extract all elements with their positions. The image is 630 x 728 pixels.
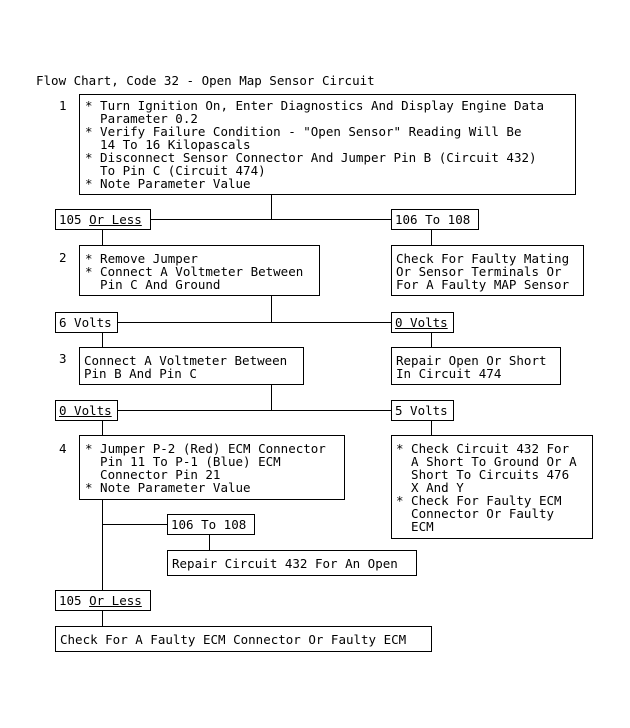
step-1-line: * Verify Failure Condition - "Open Senso…: [85, 124, 522, 139]
step-number-1: 1: [59, 98, 67, 113]
step-1-line: * Turn Ignition On, Enter Diagnostics An…: [85, 98, 545, 113]
step-3-line: Pin B And Pin C: [84, 366, 197, 381]
label-106-to-108: 106 To 108: [391, 209, 479, 230]
label-0-volts-left: 0 Volts: [55, 400, 118, 421]
result-repair-open-short-box: Repair Open Or Short In Circuit 474: [391, 347, 561, 385]
step-2-line: Pin C And Ground: [85, 277, 221, 292]
result-line: Short To Circuits 476: [396, 467, 570, 482]
label-text: 105: [59, 212, 90, 227]
label-106-to-108-step4: 106 To 108: [167, 514, 255, 535]
result-repair-circuit-432-box: Repair Circuit 432 For An Open: [167, 550, 417, 576]
result-line: A Short To Ground Or A: [396, 454, 577, 469]
step-1-box: * Turn Ignition On, Enter Diagnostics An…: [79, 94, 576, 195]
step-1-line: * Disconnect Sensor Connector And Jumper…: [85, 150, 537, 165]
step-2-box: * Remove Jumper * Connect A Voltmeter Be…: [79, 245, 320, 296]
label-6-volts: 6 Volts: [55, 312, 118, 333]
label-0-volts: 0 Volts: [391, 312, 454, 333]
step-4-box: * Jumper P-2 (Red) ECM Connector Pin 11 …: [79, 435, 345, 500]
result-line: Repair Circuit 432 For An Open: [172, 556, 398, 571]
step-1-line: Parameter 0.2: [85, 111, 198, 126]
step-1-line: To Pin C (Circuit 474): [85, 163, 266, 178]
result-line: In Circuit 474: [396, 366, 502, 381]
step-2-line: * Remove Jumper: [85, 251, 198, 266]
step-4-line: Pin 11 To P-1 (Blue) ECM: [85, 454, 281, 469]
label-text-underlined: Or Less: [89, 593, 142, 608]
step-number-4: 4: [59, 441, 67, 456]
label-text: 105: [59, 593, 90, 608]
step-1-line: 14 To 16 Kilopascals: [85, 137, 251, 152]
step-3-box: Connect A Voltmeter Between Pin B And Pi…: [79, 347, 304, 385]
label-text-underlined: 0 Volts: [59, 403, 112, 418]
result-line: Check For Faulty Mating: [396, 251, 570, 266]
label-105-or-less: 105 Or Less: [55, 209, 151, 230]
label-text-underlined: Or Less: [89, 212, 142, 227]
result-line: X And Y: [396, 480, 464, 495]
result-line: Check For A Faulty ECM Connector Or Faul…: [60, 632, 407, 647]
result-line: ECM: [396, 519, 434, 534]
result-faulty-ecm-box: Check For A Faulty ECM Connector Or Faul…: [55, 626, 432, 652]
step-number-3: 3: [59, 351, 67, 366]
step-3-line: Connect A Voltmeter Between: [84, 353, 288, 368]
label-105-or-less-step4: 105 Or Less: [55, 590, 151, 611]
label-5-volts: 5 Volts: [391, 400, 454, 421]
result-line: For A Faulty MAP Sensor: [396, 277, 570, 292]
step-4-line: * Note Parameter Value: [85, 480, 251, 495]
result-line: * Check For Faulty ECM: [396, 493, 562, 508]
step-2-line: * Connect A Voltmeter Between: [85, 264, 304, 279]
step-1-line: * Note Parameter Value: [85, 176, 251, 191]
label-text-underlined: 0 Volts: [395, 315, 448, 330]
result-line: Repair Open Or Short: [396, 353, 547, 368]
step-number-2: 2: [59, 250, 67, 265]
result-line: Or Sensor Terminals Or: [396, 264, 562, 279]
result-check-circuit-432-box: * Check Circuit 432 For A Short To Groun…: [391, 435, 593, 539]
page-title: Flow Chart, Code 32 - Open Map Sensor Ci…: [36, 73, 375, 88]
step-4-line: * Jumper P-2 (Red) ECM Connector: [85, 441, 326, 456]
result-line: * Check Circuit 432 For: [396, 441, 570, 456]
result-faulty-mating-box: Check For Faulty Mating Or Sensor Termin…: [391, 245, 584, 296]
result-line: Connector Or Faulty: [396, 506, 555, 521]
step-4-line: Connector Pin 21: [85, 467, 221, 482]
